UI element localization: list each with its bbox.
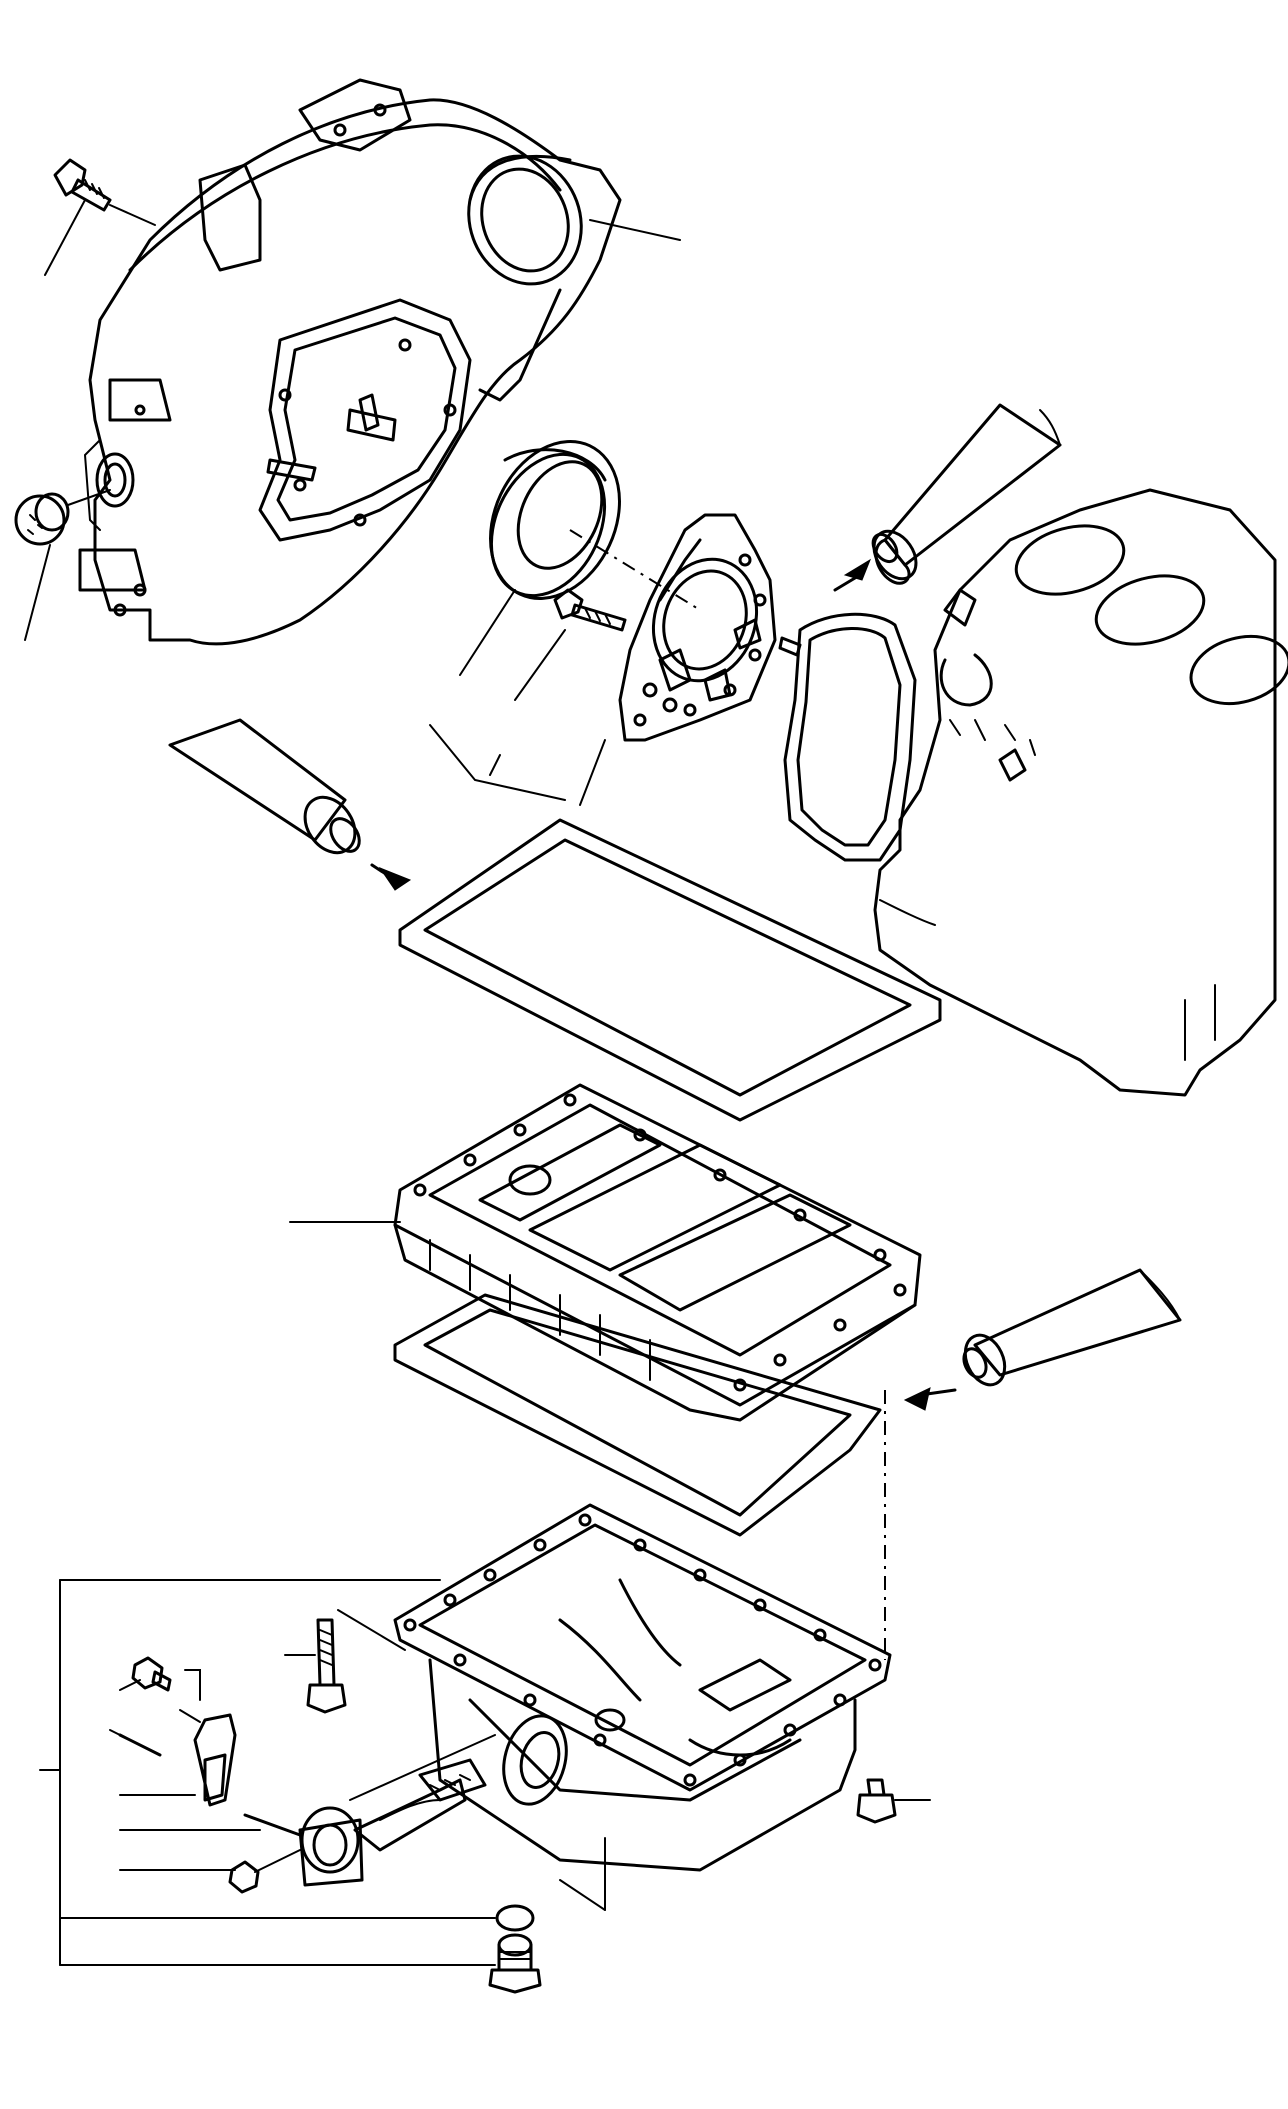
rear-oil-seal xyxy=(489,439,621,601)
drain-washer xyxy=(495,1904,535,1932)
seal-retainer-plate xyxy=(618,513,802,742)
flywheel-housing xyxy=(78,78,622,646)
housing-plug xyxy=(14,489,111,546)
oil-pan-spacer xyxy=(393,1083,922,1422)
oil-pan-gasket xyxy=(398,818,942,1122)
oil-level-sensor xyxy=(298,1734,496,1887)
oil-pan-bolt xyxy=(284,1609,406,1714)
leader-lines-pan xyxy=(39,1579,606,1966)
sealant-tube xyxy=(168,718,412,891)
sealant-tube xyxy=(903,1268,1182,1411)
sensor-bolt xyxy=(131,1656,172,1692)
oil-pan-bolt xyxy=(856,1778,931,1824)
sensor-bolt xyxy=(228,1849,301,1894)
drain-plug xyxy=(488,1933,542,1994)
housing-bolt xyxy=(53,158,156,226)
spacer-gasket xyxy=(393,1293,882,1537)
sensor-pin xyxy=(109,1729,302,1837)
sensor-bracket xyxy=(179,1709,237,1807)
rear-gasket xyxy=(783,612,917,862)
leader-lines-housing xyxy=(24,199,681,641)
retainer-bolt xyxy=(553,588,627,632)
leader-lines-seal xyxy=(429,529,701,806)
cylinder-block xyxy=(873,488,1288,1097)
sealant-tube xyxy=(833,403,1062,592)
oil-pan xyxy=(393,1503,892,1872)
